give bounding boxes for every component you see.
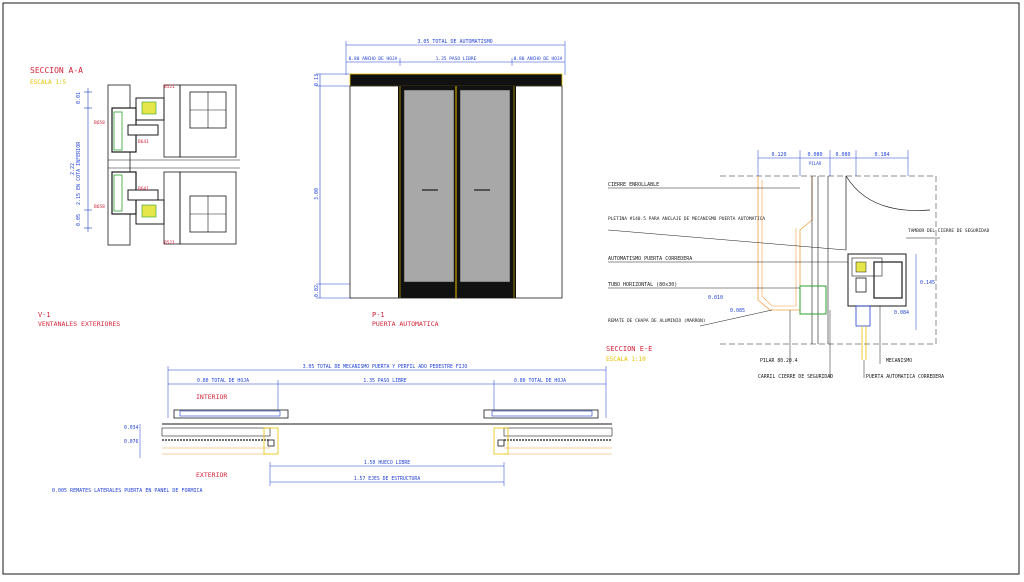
plan-dim-ejes: 1.57 EJES DE ESTRUCTURA (354, 476, 421, 482)
section-ee-title: SECCION E-E (606, 345, 652, 353)
p1-dim-total: 3.05 TOTAL DE AUTOMATISMO (417, 39, 492, 45)
aa-tag: B641 (138, 139, 149, 145)
aa-dim-3: 2.15 EN COTA INFERIOR (76, 141, 82, 205)
aa-tag: B658 (94, 120, 105, 126)
plan-dim-076: 0.076 (124, 439, 139, 445)
section-aa: SECCION A-A ESCALA 1:5 0.01 (30, 66, 240, 246)
p1-code: P-1 (372, 311, 385, 319)
ee-pilar: PILAR (809, 161, 822, 166)
p1-dim-mid: 1.35 PASO LIBRE (436, 56, 477, 62)
section-aa-title: SECCION A-A (30, 66, 83, 75)
aa-dim-1: 0.01 (76, 92, 82, 104)
ee-callout: CIERRE ENROLLABLE (608, 182, 659, 188)
v1-name: VENTANALES EXTERIORES (38, 320, 120, 328)
section-aa-scale: ESCALA 1:5 (30, 79, 67, 86)
p1-dim-height: 3.00 (314, 188, 320, 200)
aa-tag: B521 (164, 240, 175, 246)
door-elevation: 3.05 TOTAL DE AUTOMATISMO 0.80 ANCHO DE … (314, 39, 566, 299)
ee-callout: PLETINA #140.5 PARA ANCLAJE DE MECANISMO… (608, 216, 765, 222)
aa-tag: B641 (138, 186, 149, 192)
plan-dim-mid: 1.35 PASO LIBRE (363, 378, 406, 384)
ee-left-dim: 0.010 (708, 295, 723, 301)
plan-note: 0.005 REMATES LATERALES PUERTA EN PANEL … (52, 488, 203, 494)
door-plan: 3.05 TOTAL DE MECANISMO PUERTA Y PERFIL … (52, 364, 613, 494)
section-ee-scale: ESCALA 1:10 (606, 356, 646, 363)
aa-dim-2: 2.22 (70, 163, 76, 175)
ee-bottom-label: CARRIL CIERRE DE SEGURIDAD (758, 374, 833, 380)
plan-interior: INTERIOR (196, 393, 227, 401)
ee-bottom-label: PILAR 80.20.4 (760, 358, 798, 364)
ee-right-dim: 0.084 (894, 310, 909, 316)
ee-right-dim: 0.145 (920, 280, 935, 286)
section-ee: 0.120 0.080 0.080 0.184 PILAR 0.145 0.08… (606, 150, 990, 380)
aa-dim-4: 0.05 (76, 214, 82, 226)
ee-top-dim: 0.184 (874, 152, 889, 158)
ee-top-dim: 0.080 (807, 152, 822, 158)
ee-callout: AUTOMATISMO PUERTA CORREDERA (608, 256, 692, 262)
sheet-border (2, 2, 1020, 575)
ee-bottom-label: PUERTA AUTOMATICA CORREDERA (866, 374, 944, 380)
plan-dim-hueco: 1.50 HUECO LIBRE (364, 460, 410, 466)
ee-top-dim: 0.080 (835, 152, 850, 158)
plan-dim-total: 3.05 TOTAL DE MECANISMO PUERTA Y PERFIL … (303, 364, 468, 370)
plan-dim-034: 0.034 (124, 425, 139, 431)
ee-left-dim: 0.085 (730, 308, 745, 314)
p1-dim-left: 0.80 ANCHO DE HOJA (349, 56, 398, 62)
p1-dim-right: 0.80 ANCHO DE HOJA (514, 56, 563, 62)
aa-tag: B658 (94, 204, 105, 210)
ee-top-dim: 0.120 (771, 152, 786, 158)
v1-code: V-1 (38, 311, 51, 319)
aa-tag: B521 (164, 84, 175, 90)
ee-callout: REMATE DE CHAPA DE ALUMINIO (MARRON) (608, 318, 706, 324)
ee-bottom-label: MECANISMO (886, 358, 912, 364)
ee-right-label: TAMBOR DEL CIERRE DE SEGURIDAD (908, 228, 990, 234)
plan-exterior: EXTERIOR (196, 471, 227, 479)
plan-dim-left: 0.80 TOTAL DE HOJA (197, 378, 249, 384)
p1-dim-top: 0.13 (314, 74, 320, 86)
p1-dim-bottom: 0.02 (314, 285, 320, 297)
p1-name: PUERTA AUTOMATICA (372, 320, 439, 328)
plan-dim-right: 0.80 TOTAL DE HOJA (514, 378, 566, 384)
ee-callout: TUBO HORIZONTAL (80x30) (608, 282, 677, 288)
